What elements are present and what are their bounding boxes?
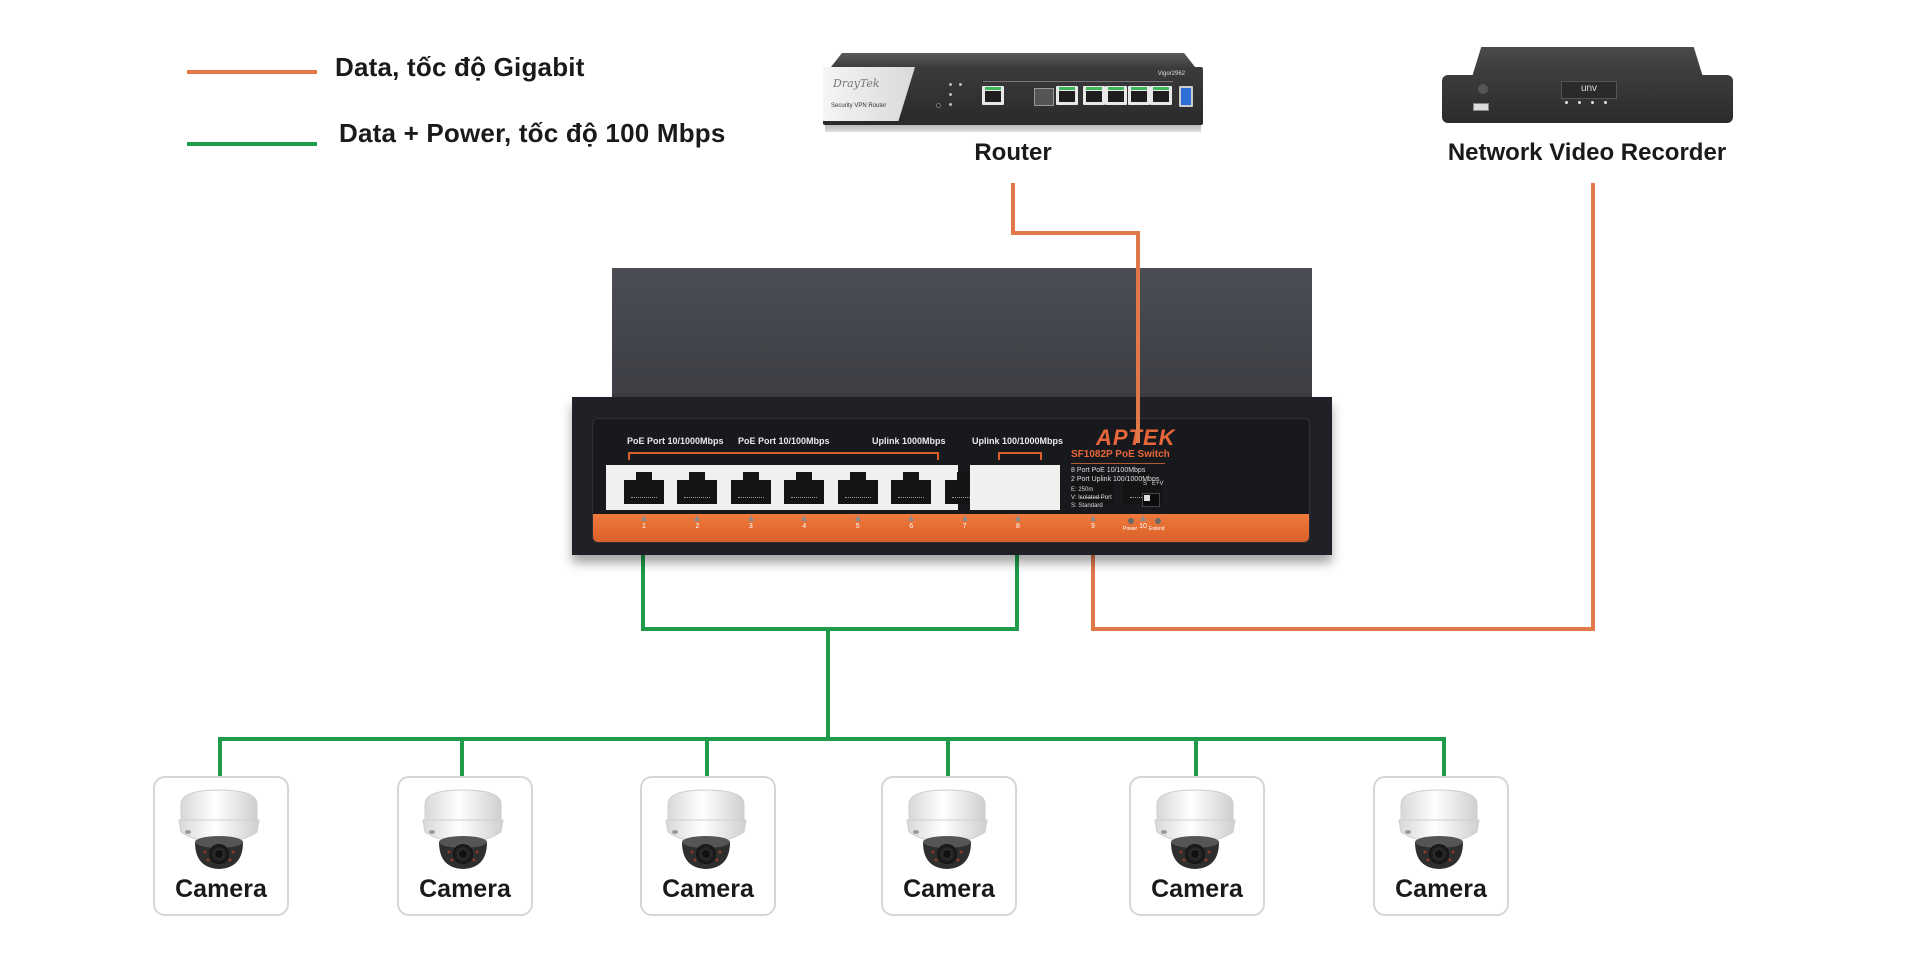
switch-mode: V: Isolated Port — [1071, 495, 1112, 501]
port-number: 7 — [962, 523, 967, 530]
aptek-logo: APTEK — [1096, 425, 1176, 451]
dome-camera-icon — [906, 789, 988, 869]
extend-led-icon — [1155, 518, 1161, 524]
port-led-icon — [908, 515, 915, 521]
switch-spec: 2 Port Uplink 100/1000Mbps — [1071, 476, 1160, 483]
poe-switch-device: PoE Port 10/1000Mbps PoE Port 10/100Mbps… — [572, 268, 1332, 568]
port-number: 4 — [802, 523, 807, 530]
router-usb-port — [1179, 86, 1193, 107]
rj45-port-1 — [621, 470, 667, 506]
poe-ports-block — [606, 465, 1038, 510]
uplink-ports-block — [970, 465, 1163, 510]
legend-orange-line — [187, 70, 317, 74]
port-number: 1 — [642, 523, 646, 530]
camera-label: Camera — [419, 875, 511, 903]
rj45-port-2 — [674, 470, 720, 506]
camera-node: Camera — [1129, 776, 1265, 916]
port-led-icon — [1090, 515, 1096, 521]
switch-spec: 8 Port PoE 10/100Mbps — [1071, 467, 1146, 474]
port-led-icon — [641, 515, 647, 521]
camera-node: Camera — [881, 776, 1017, 916]
rj45-port-3 — [728, 470, 774, 506]
switch-model: SF1082P PoE Switch — [1071, 449, 1170, 460]
port-group-label: PoE Port 10/100Mbps — [738, 436, 830, 446]
router-model: Vigor2962 — [1157, 71, 1185, 77]
dome-camera-icon — [1398, 789, 1480, 869]
camera-label: Camera — [1395, 875, 1487, 903]
nvr-label: Network Video Recorder — [1447, 139, 1727, 166]
port-led-icon — [854, 515, 861, 521]
power-led-icon — [1128, 518, 1134, 524]
router-lan-port — [1128, 86, 1150, 105]
router-lan-port — [1105, 86, 1127, 105]
camera-label: Camera — [175, 875, 267, 903]
camera-node: Camera — [153, 776, 289, 916]
port-led-icon — [747, 515, 754, 521]
port-number: 8 — [1016, 523, 1020, 530]
port-number: 3 — [748, 523, 753, 530]
port-number: 5 — [855, 523, 860, 530]
port-group-label: PoE Port 10/1000Mbps — [627, 436, 724, 446]
dome-camera-icon — [422, 789, 504, 869]
router-lan-port — [1150, 86, 1172, 105]
port-number: 2 — [695, 523, 700, 530]
camera-node: Camera — [1373, 776, 1509, 916]
legend-poe-label: Data + Power, tốc độ 100 Mbps — [339, 118, 726, 148]
camera-node: Camera — [397, 776, 533, 916]
nvr-device: unv — [1442, 47, 1733, 123]
port-group-label: Uplink 100/1000Mbps — [972, 436, 1064, 446]
usb-port-icon — [1473, 103, 1489, 111]
router-subtitle: Security VPN Router — [831, 103, 887, 109]
legend-gigabit-label: Data, tốc độ Gigabit — [335, 52, 585, 82]
port-led-icon — [1015, 515, 1021, 521]
rj45-port-9 — [1070, 470, 1116, 506]
switch-mode-s-label: S — [1143, 481, 1148, 487]
router-device: DrayTek Security VPN Router Vigor2962 — [823, 53, 1203, 132]
rj45-port-6 — [888, 470, 934, 506]
port-led-icon — [961, 515, 968, 521]
switch-mode: E: 250m — [1071, 487, 1094, 493]
dome-camera-icon — [178, 789, 260, 869]
port-number: 6 — [909, 523, 914, 530]
nvr-brand-logo: unv — [1580, 83, 1598, 94]
legend-green-line — [187, 142, 317, 146]
port-led-icon — [801, 515, 808, 521]
port-led-icon — [694, 515, 701, 521]
switch-mode-ev-label: E+V — [1152, 481, 1164, 487]
dome-camera-icon — [665, 789, 747, 869]
port-number: 10 — [1139, 523, 1147, 530]
router-label-panel — [823, 67, 915, 121]
rj45-port-5 — [835, 470, 881, 506]
camera-label: Camera — [903, 875, 995, 903]
router-lan-port — [1056, 86, 1078, 105]
extend-led-label: Extend — [1149, 526, 1165, 532]
mode-toggle-switch[interactable] — [1142, 493, 1160, 507]
camera-label: Camera — [662, 875, 754, 903]
port-number-strip — [593, 514, 1309, 542]
port-group-label: Uplink 1000Mbps — [872, 436, 946, 446]
port-led-icon — [1140, 515, 1146, 521]
camera-label: Camera — [1151, 875, 1243, 903]
power-button-icon — [1478, 84, 1488, 94]
router-brand: DrayTek — [833, 77, 880, 90]
router-lan-port — [1083, 86, 1105, 105]
router-wan-port — [982, 86, 1004, 105]
rj45-port-4 — [781, 470, 827, 506]
switch-mode: S: Standard — [1071, 503, 1103, 509]
dome-camera-icon — [1154, 789, 1236, 869]
power-led-label: Power — [1123, 526, 1138, 532]
router-label: Router — [974, 139, 1052, 166]
switch-front-panel: PoE Port 10/1000Mbps PoE Port 10/100Mbps… — [592, 418, 1310, 543]
port-number: 9 — [1091, 523, 1095, 530]
camera-node: Camera — [640, 776, 776, 916]
router-sfp-port — [1034, 88, 1054, 106]
